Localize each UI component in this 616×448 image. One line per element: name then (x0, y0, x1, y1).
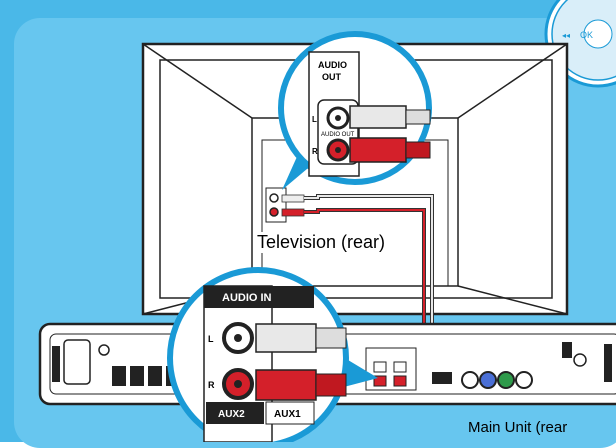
main-left-label: L (208, 334, 214, 344)
remote-ok-label: OK (580, 30, 593, 40)
tv-audio-label-top: AUDIO (318, 60, 347, 70)
main-right-label: R (208, 380, 215, 390)
tv-audio-out-small: AUDIO OUT (321, 132, 355, 138)
tv-audio-jacks (265, 187, 305, 223)
main-audio-in-callout: AUDIO IN L R AUX2 AUX1 (167, 267, 349, 442)
remote-dial-icon: OK ◂◂ (544, 0, 616, 88)
tv-right-label: R (312, 147, 318, 156)
main-unit-rear-label: Main Unit (rear (468, 419, 568, 436)
tv-audio-out-callout: AUDIO OUT L R AUDIO OUT (278, 31, 432, 185)
television-rear-label: Television (rear) (254, 232, 389, 253)
tv-audio-label-bottom: OUT (322, 72, 342, 82)
tv-left-label: L (312, 115, 317, 124)
svg-text:◂◂: ◂◂ (562, 31, 570, 40)
aux1-label: AUX1 (274, 409, 301, 420)
audio-in-label: AUDIO IN (222, 292, 272, 304)
aux2-label: AUX2 (218, 409, 245, 420)
